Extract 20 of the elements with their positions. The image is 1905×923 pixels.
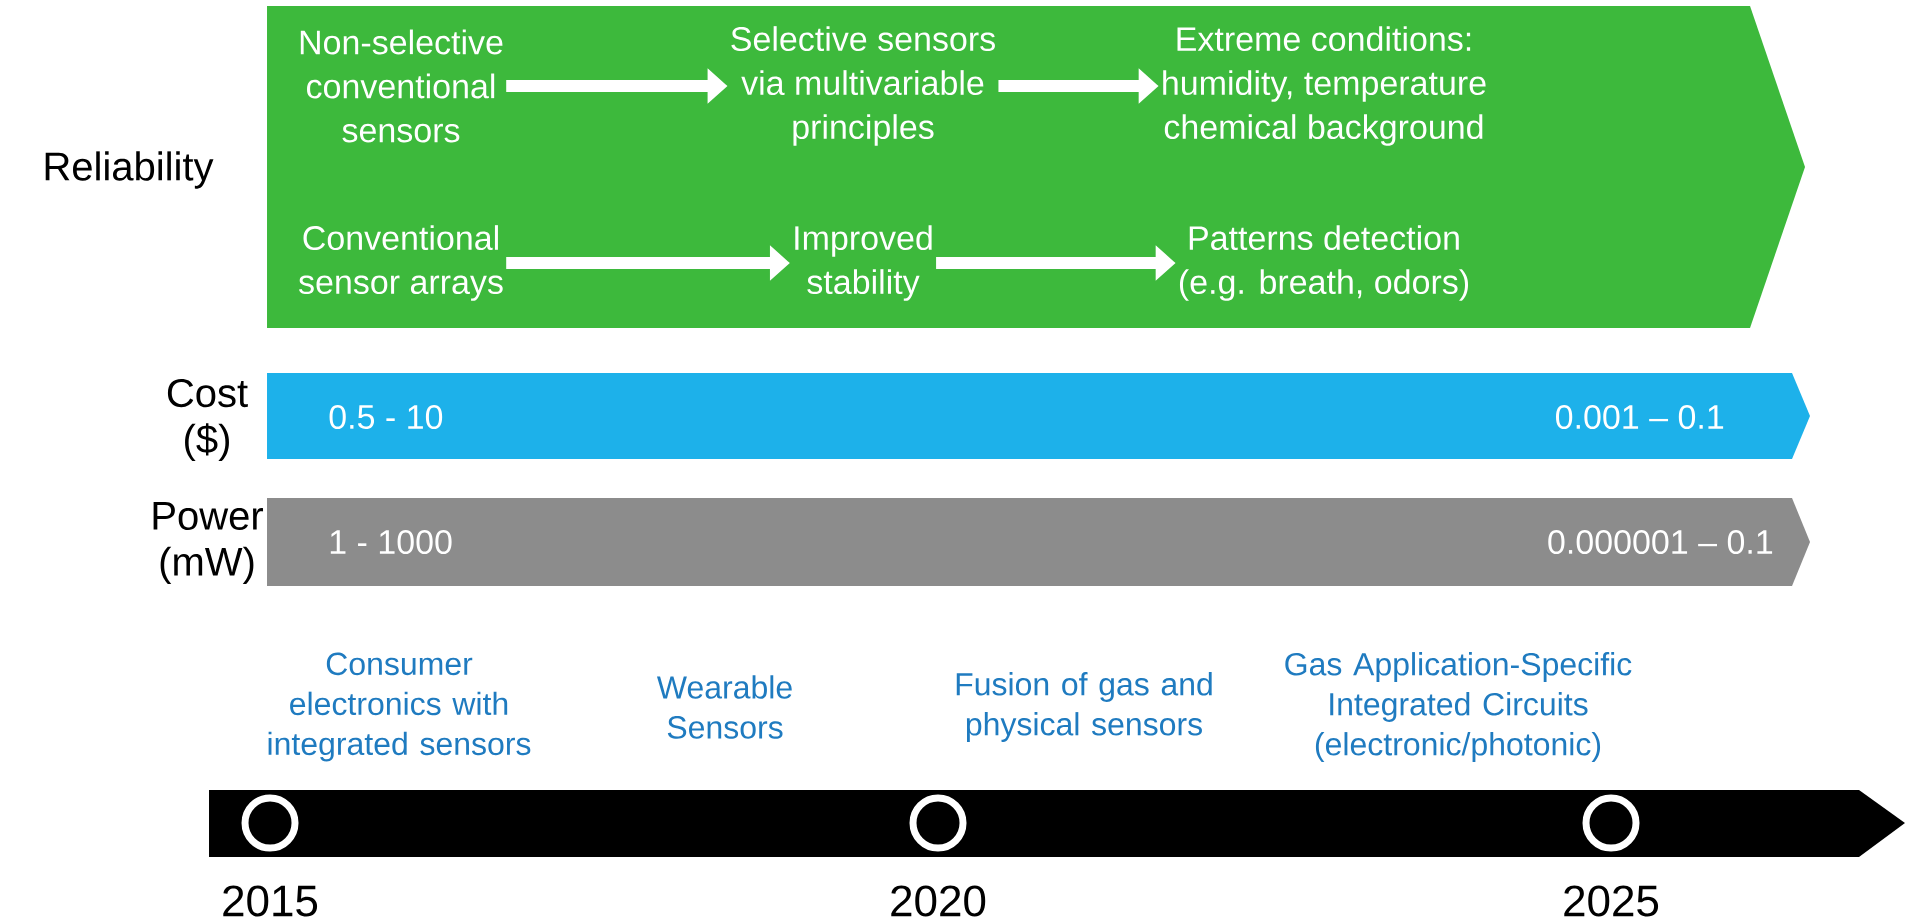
stage-text: Selective sensors via multivariable principles: [731, 26, 995, 146]
value-text: 0.000001 – 0.1: [1548, 529, 1773, 555]
value-text: 0.001 – 0.1: [1556, 404, 1724, 430]
stage-text: Non-selective conventional sensors: [300, 29, 503, 143]
row-label: Power (mW): [153, 502, 263, 584]
row-label: Cost ($): [167, 378, 248, 462]
milestone-text: Consumer electronics with integrated sensors: [268, 652, 531, 762]
stage-text: Conventional sensor arrays: [299, 225, 503, 301]
year-label: 2015: [223, 885, 318, 917]
milestone-text: Gas Application-Specific Integrated Circuits (electronic/photonic): [1285, 652, 1632, 762]
year-label: 2025: [1564, 885, 1659, 917]
stage-text: Patterns detection (e.g. breath, odors): [1179, 225, 1468, 301]
value-text: 0.5 - 10: [329, 404, 443, 430]
value-text: 1 - 1000: [330, 529, 452, 555]
milestone-text: Fusion of gas and physical sensors: [956, 672, 1212, 742]
stage-text: Extreme conditions: humidity, temperature chemical background: [1163, 26, 1486, 146]
year-label: 2020: [891, 885, 986, 917]
row-label: Reliability: [45, 151, 214, 189]
stage-text: Improved stability: [795, 225, 932, 301]
milestone-text: Wearable Sensors: [656, 675, 792, 739]
